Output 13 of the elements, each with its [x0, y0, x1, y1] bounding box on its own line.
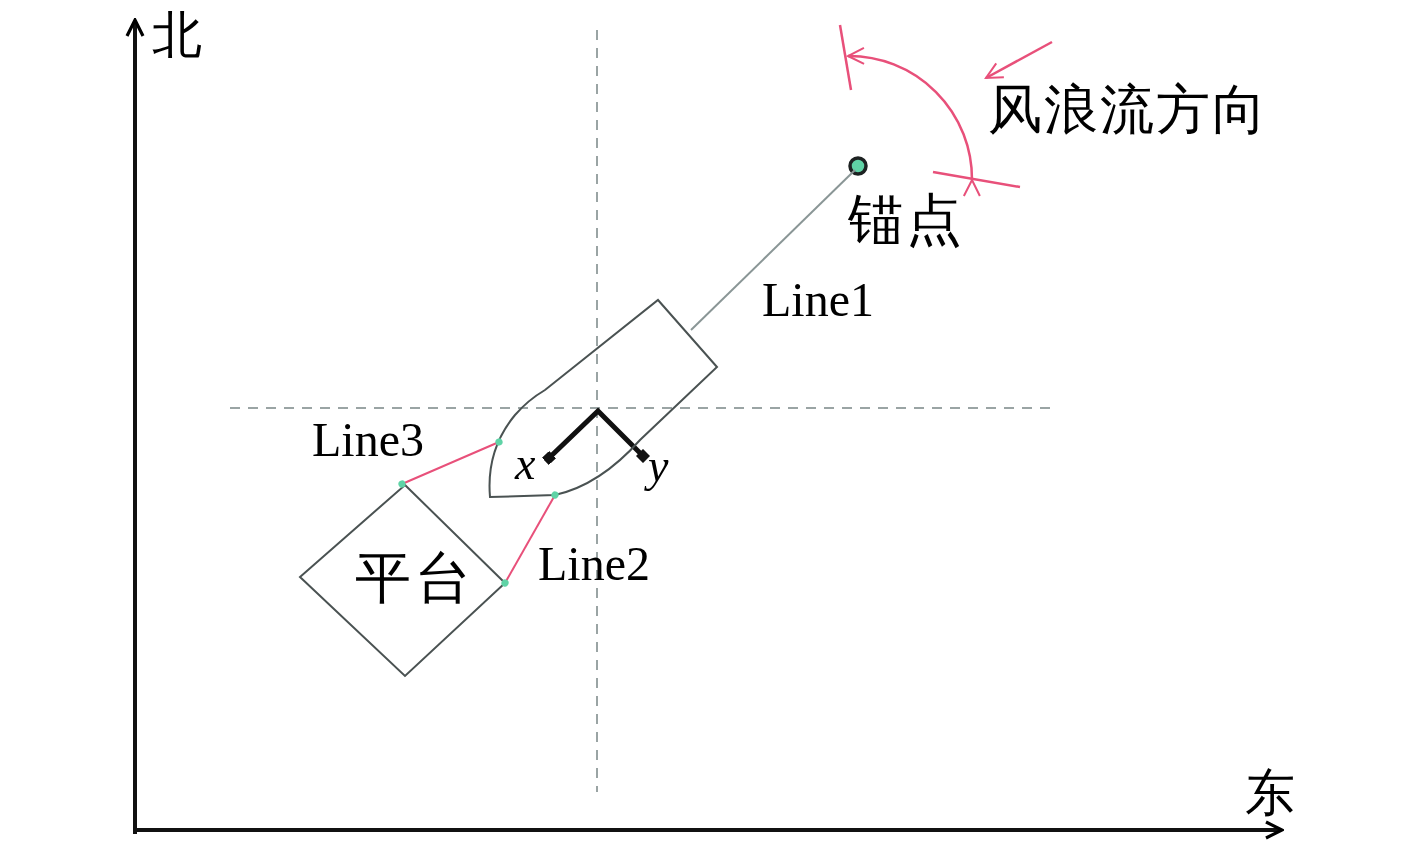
edge-label: Line2: [538, 540, 650, 588]
mooring-line: [690, 169, 856, 331]
mooring-line: [398, 438, 503, 488]
direction-label: 风浪流方向: [988, 83, 1268, 137]
axis-label: 东: [1245, 768, 1295, 818]
anchor-point: [848, 156, 868, 176]
mooring-line: [501, 491, 559, 587]
edge-label: Line1: [762, 276, 874, 324]
edge-label: Line3: [312, 416, 424, 464]
platform-label: 平台: [355, 550, 475, 606]
axis-label: 北: [152, 10, 202, 60]
axis-label: x: [515, 441, 536, 487]
anchor-label: 锚点: [848, 192, 964, 248]
